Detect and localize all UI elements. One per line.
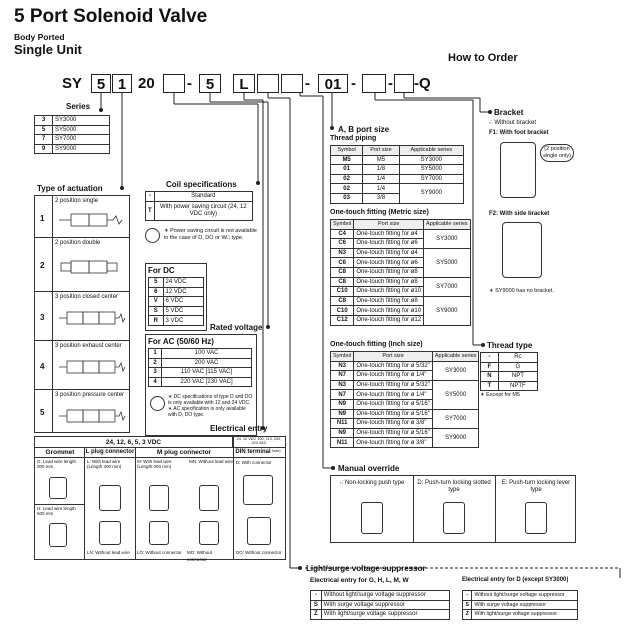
code-coil-box xyxy=(163,74,185,93)
electrical-title: Electrical entry xyxy=(210,424,268,433)
override-table: -: Non-locking push type D: Push-turn lo… xyxy=(330,475,576,543)
code-prefix: SY xyxy=(62,75,83,92)
bracket-title: Bracket xyxy=(494,108,524,117)
coil-note: ∗ Power saving circuit is not available … xyxy=(164,228,257,241)
rated-note: ∗ DC specifications of type D and DO is … xyxy=(168,394,253,418)
l-plug-icon xyxy=(99,485,121,511)
suppressor-right-table: -Without light/surge voltage suppressor … xyxy=(461,590,578,620)
page-title: 5 Port Solenoid Valve xyxy=(14,6,208,27)
slotted-type-override-icon xyxy=(443,502,465,534)
actuation-label: 3 position closed center xyxy=(55,294,119,300)
actuation-label: 3 position exhaust center xyxy=(55,343,122,349)
valve-symbol-icon xyxy=(60,260,118,274)
port-title: A, B port size xyxy=(338,125,390,134)
actuation-table: 1 2 3 4 5 2 position single 2 position d… xyxy=(34,195,130,433)
din-do-icon xyxy=(247,517,271,545)
code-dash: - xyxy=(351,75,356,92)
valve-symbol-icon xyxy=(59,360,126,374)
actuation-label: 3 position pressure center xyxy=(55,392,125,398)
electrical-table: 24, 12, 6, 5, 3 VDC 24, 12 VDC 100, 110,… xyxy=(34,436,286,562)
rated-voltage-title: Rated voltage xyxy=(210,323,263,332)
bracket-callout: (2 position single only) xyxy=(540,144,574,162)
code-voltage-box: 5 xyxy=(199,74,221,93)
actuation-label: 2 position single xyxy=(55,198,99,204)
valve-symbol-icon xyxy=(59,213,123,227)
lo-connector-icon xyxy=(149,521,169,545)
magnifier-icon xyxy=(150,396,165,411)
code-thread-box xyxy=(362,74,386,93)
code-dash: - xyxy=(305,75,310,92)
lever-type-override-icon xyxy=(525,502,547,534)
code-suffix: -Q xyxy=(414,75,431,92)
din-d-icon xyxy=(243,475,273,505)
suppressor-left-table: -Without light/surge voltage suppressor … xyxy=(310,590,451,620)
code-dash: - xyxy=(187,75,192,92)
code-dash: - xyxy=(388,75,393,92)
mo-connector-icon xyxy=(199,521,219,545)
valve-symbol-icon xyxy=(59,409,126,423)
code-series-box: 5 xyxy=(91,74,111,93)
how-to-order-label: How to Order xyxy=(448,52,518,64)
series-title: Series xyxy=(66,102,91,111)
l-plug-ln-icon xyxy=(99,521,121,545)
actuation-label: 2 position double xyxy=(55,240,101,246)
suppressor-title: Light/surge voltage suppressor xyxy=(306,564,426,573)
code-entry-box: L xyxy=(233,74,255,93)
side-bracket-valve-icon xyxy=(502,222,542,278)
push-type-override-icon xyxy=(361,502,383,534)
dc-voltage-frame xyxy=(145,263,207,331)
code-bracket-box xyxy=(394,74,414,93)
unit-type: Single Unit xyxy=(14,42,82,57)
ac-voltage-frame xyxy=(145,334,257,436)
code-actuation-box: 1 xyxy=(112,74,132,93)
m-plug-icon xyxy=(149,485,169,511)
m-plug-mn-icon xyxy=(199,485,219,511)
thread-type-title: Thread type xyxy=(487,341,533,350)
foot-bracket-valve-icon xyxy=(500,142,536,198)
body-type: Body Ported xyxy=(14,32,65,42)
code-port-box: 01 xyxy=(318,74,348,93)
actuation-title: Type of actuation xyxy=(37,184,103,193)
grommet-g-icon xyxy=(49,477,67,499)
code-fixed-20: 20 xyxy=(138,75,155,92)
magnifier-icon xyxy=(145,228,160,243)
override-title: Manual override xyxy=(338,464,400,473)
coil-title: Coil specifications xyxy=(166,180,237,189)
grommet-h-icon xyxy=(49,523,67,547)
valve-symbol-icon xyxy=(59,311,126,325)
code-suppressor-box xyxy=(257,74,279,93)
code-override-box xyxy=(281,74,303,93)
